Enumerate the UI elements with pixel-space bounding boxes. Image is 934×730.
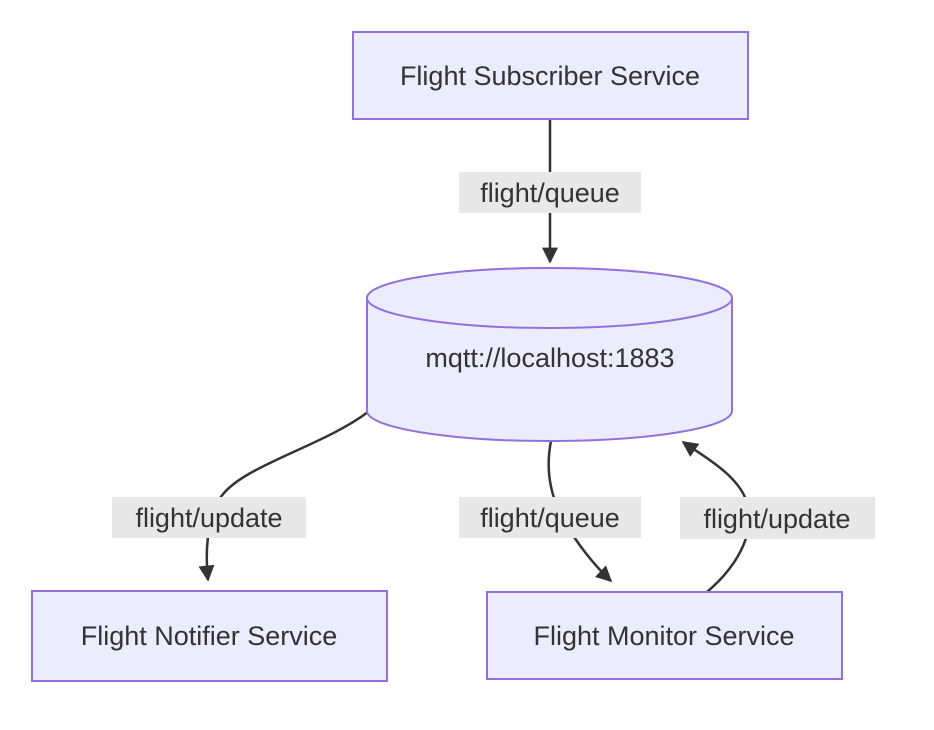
node-broker: mqtt://localhost:1883: [366, 267, 733, 442]
subscriber-label: Flight Subscriber Service: [400, 61, 700, 91]
notifier-box: [31, 590, 388, 682]
edge-label-bg: [680, 497, 875, 539]
broker-label: mqtt://localhost:1883: [425, 343, 674, 373]
edge-label-subscriber-broker: flight/queue: [459, 172, 641, 213]
edge-label-bg: [459, 172, 641, 213]
edge-label-text: flight/update: [135, 503, 282, 533]
edge-label-monitor-broker: flight/update: [680, 497, 875, 539]
edge-label-broker-notifier: flight/update: [112, 497, 306, 538]
node-monitor: Flight Monitor Service: [486, 591, 843, 680]
edge-broker-to-notifier: [198, 410, 369, 582]
edge-label-text: flight/update: [703, 504, 850, 534]
broker-cylinder-top: [366, 267, 733, 329]
monitor-box: [486, 591, 843, 680]
edge-label-bg: [112, 497, 306, 538]
node-subscriber: Flight Subscriber Service: [352, 31, 749, 120]
node-notifier: Flight Notifier Service: [31, 590, 388, 682]
edge-label-text: flight/queue: [480, 178, 620, 208]
subscriber-box: [352, 31, 749, 120]
edge-label-broker-monitor: flight/queue: [459, 497, 641, 538]
edge-label-bg: [459, 497, 641, 538]
broker-cylinder-body: [366, 298, 733, 442]
edge-label-text: flight/queue: [480, 503, 620, 533]
monitor-label: Flight Monitor Service: [533, 621, 794, 651]
notifier-label: Flight Notifier Service: [81, 621, 338, 651]
